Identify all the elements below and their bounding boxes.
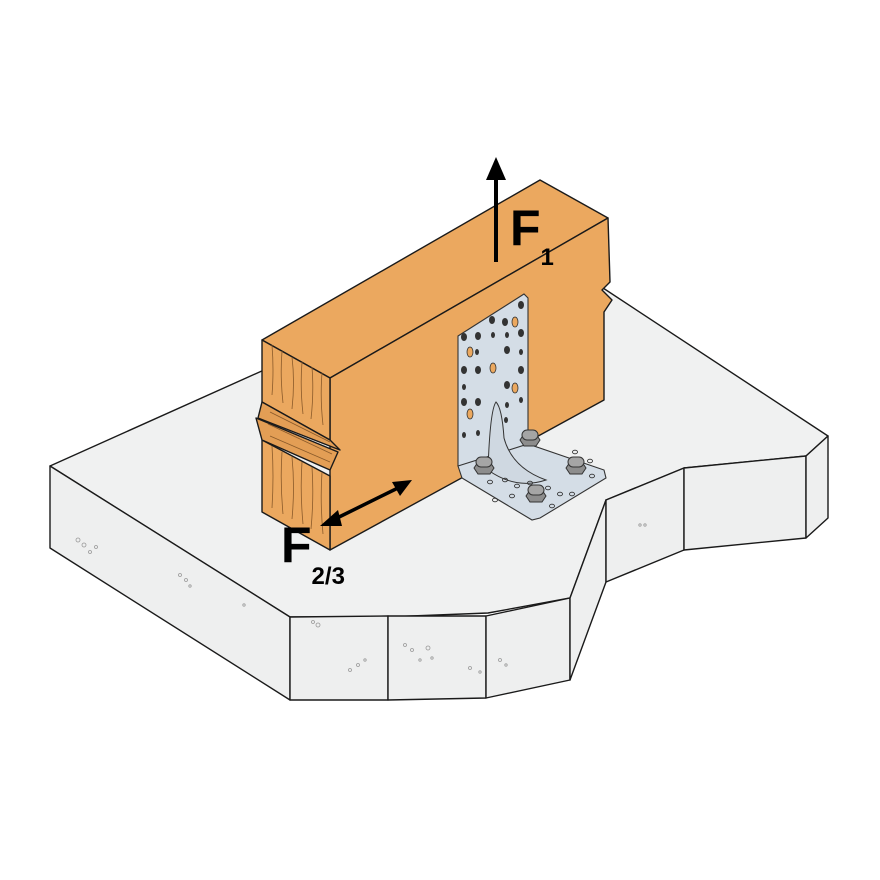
force-symbol: F [510, 200, 541, 256]
concrete-texture [75, 523, 647, 674]
bracket-slots [466, 316, 519, 420]
timber-grain [267, 344, 333, 535]
concrete-slab-side-front-3 [485, 597, 571, 699]
force-label-f1: F1 [510, 200, 554, 270]
concrete-slab-side-corner [805, 435, 829, 539]
bracket-holes [461, 301, 524, 438]
force-arrow-f23 [320, 480, 412, 526]
bracket-rib [487, 401, 548, 484]
bolt-icon [565, 456, 587, 475]
force-arrow-f1 [486, 157, 506, 262]
force-subscript: 2/3 [311, 563, 345, 590]
bolt-icon [525, 484, 547, 503]
force-label-f23: F2/3 [281, 517, 345, 589]
force-symbol: F [281, 517, 312, 573]
concrete-slab-side-front-1 [289, 615, 389, 701]
anchor-bolts [473, 429, 587, 503]
concrete-slab-side-right [683, 455, 807, 551]
force-subscript: 1 [540, 244, 554, 271]
bolt-icon [519, 429, 541, 447]
timber-beam-end-lower [261, 439, 331, 551]
concrete-slab-side-front-2 [387, 615, 487, 701]
bolt-icon [473, 456, 495, 475]
bracket-base-holes [487, 449, 595, 509]
timber-break-band-1 [257, 401, 341, 451]
